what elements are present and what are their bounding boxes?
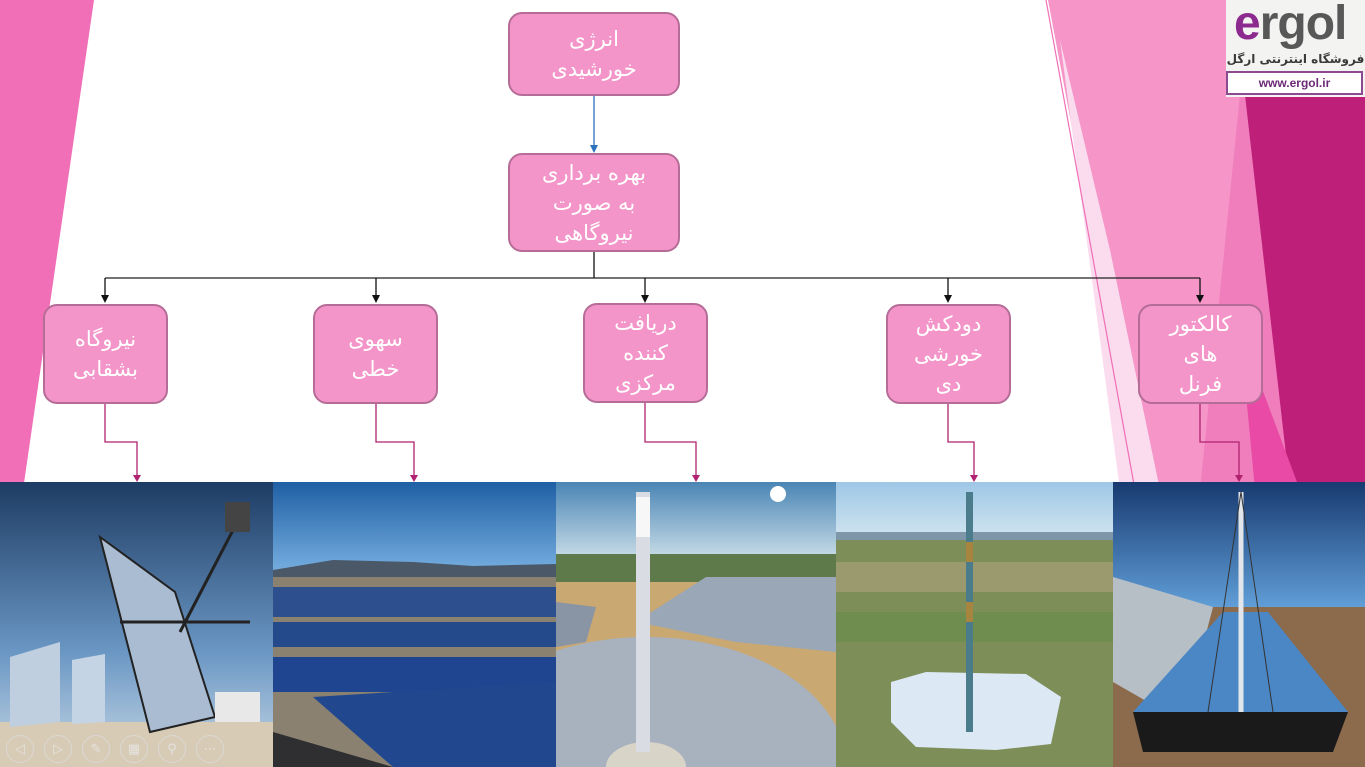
- see-all-slides-button[interactable]: ▦: [120, 735, 148, 763]
- zoom-button[interactable]: ⚲: [158, 735, 186, 763]
- right-pale-pink-sliver: [1060, 40, 1160, 490]
- node-solar-chimney[interactable]: دودکش خورشی دی: [886, 304, 1011, 404]
- pen-icon: ✎: [90, 741, 102, 757]
- previous-icon: ◁: [15, 741, 25, 757]
- parabolic-trough-plant-photo: [273, 482, 556, 767]
- more-options-button[interactable]: ⋯: [196, 735, 224, 763]
- next-slide-button[interactable]: ▷: [44, 735, 72, 763]
- right-thin-pink-line: [1045, 0, 1136, 491]
- node-linear-parabolic[interactable]: سهوی خطی: [313, 304, 438, 404]
- right-magenta-panel: [1245, 60, 1365, 490]
- node-fresnel-collectors[interactable]: کالکتور های فرنل: [1138, 304, 1263, 404]
- ergol-logo: ergol فروشگاه اینترنتی ارگل www.ergol.ir: [1226, 0, 1365, 97]
- logo-tagline: فروشگاه اینترنتی ارگل: [1226, 52, 1365, 66]
- solar-chimney-photo: [836, 482, 1113, 767]
- node-central-receiver[interactable]: دریافت کننده مرکزی: [583, 303, 708, 403]
- fresnel-collector-photo: [1113, 482, 1365, 767]
- central-receiver-tower-photo: [556, 482, 836, 767]
- next-icon: ▷: [53, 741, 63, 757]
- more-icon: ⋯: [203, 741, 217, 757]
- dish-stirling-plant-photo: [0, 482, 273, 767]
- slideshow-nav-controls: ◁ ▷ ✎ ▦ ⚲ ⋯: [6, 735, 224, 763]
- zoom-icon: ⚲: [167, 741, 177, 757]
- left-pink-stripe: [0, 0, 94, 490]
- node-solar-energy[interactable]: انرژی خورشیدی: [508, 12, 680, 96]
- logo-url: www.ergol.ir: [1226, 71, 1363, 95]
- pen-tool-button[interactable]: ✎: [82, 735, 110, 763]
- previous-slide-button[interactable]: ◁: [6, 735, 34, 763]
- logo-wordmark: ergol: [1234, 0, 1347, 50]
- node-dish-plant[interactable]: نیروگاه بشقابی: [43, 304, 168, 404]
- slides-icon: ▦: [127, 741, 141, 757]
- node-power-plant-utilization[interactable]: بهره برداری به صورت نیروگاهی: [508, 153, 680, 252]
